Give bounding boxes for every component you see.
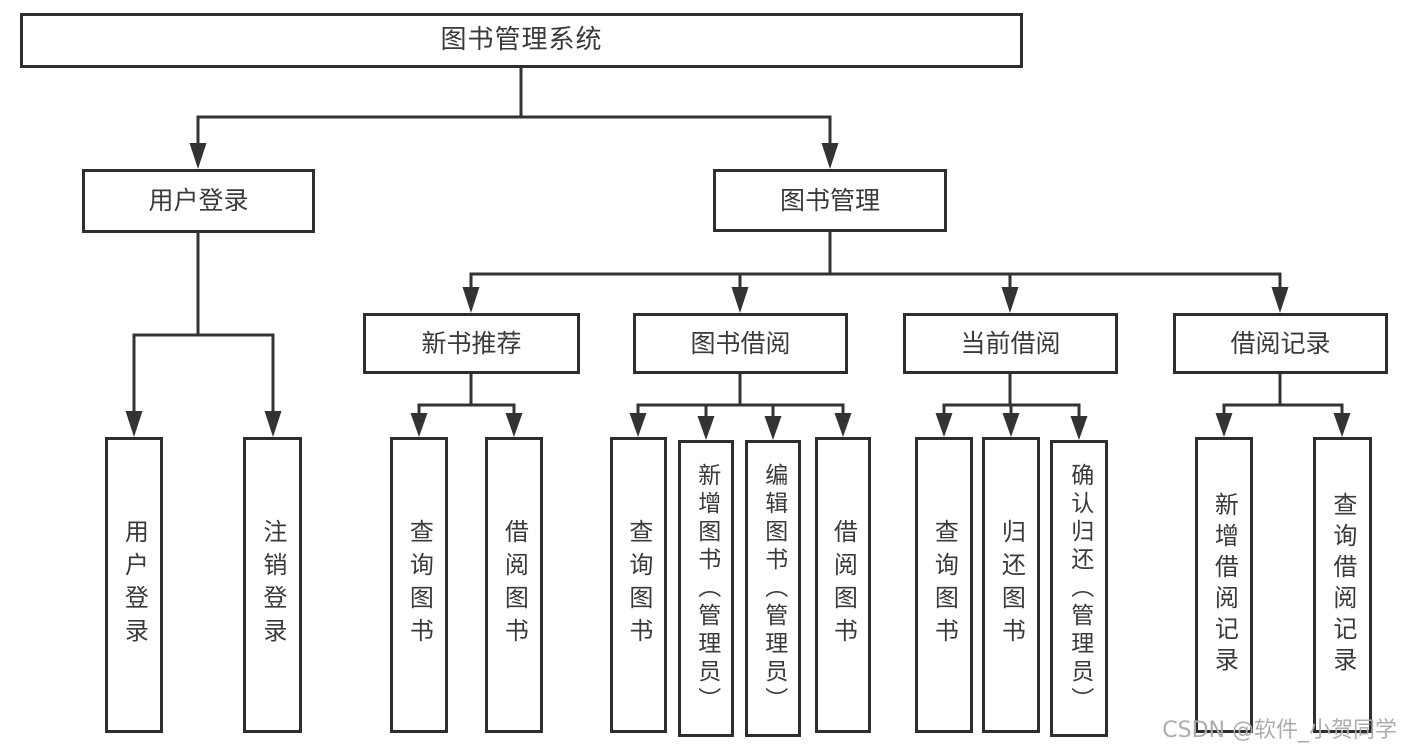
leaf-confirm-return-admin: 确认归还（管理员） xyxy=(1050,440,1108,737)
leaf-add-borrow-record: 新增借阅记录 xyxy=(1195,437,1253,733)
leaf-borrow-books-recommend: 借阅图书 xyxy=(485,437,543,733)
leaf-logout-login: 注销登录 xyxy=(243,437,302,733)
node-current-borrowing: 当前借阅 xyxy=(903,313,1118,374)
leaf-add-books-admin: 新增图书（管理员） xyxy=(678,440,734,737)
leaf-query-books-current: 查询图书 xyxy=(915,437,973,733)
node-library-management-system: 图书管理系统 xyxy=(20,13,1023,68)
leaf-edit-books-admin: 编辑图书（管理员） xyxy=(745,440,801,737)
leaf-borrow-books-borrowing: 借阅图书 xyxy=(815,437,871,733)
leaf-user-login: 用户登录 xyxy=(105,437,163,733)
watermark: CSDN @软件_小贺同学 xyxy=(1162,718,1397,743)
node-borrow-records: 借阅记录 xyxy=(1173,313,1388,374)
leaf-query-books-borrowing: 查询图书 xyxy=(610,437,667,733)
leaf-query-books-recommend: 查询图书 xyxy=(390,437,448,733)
node-book-management: 图书管理 xyxy=(713,169,947,232)
node-new-book-recommend: 新书推荐 xyxy=(363,313,580,374)
node-user-login: 用户登录 xyxy=(82,169,315,233)
leaf-return-books: 归还图书 xyxy=(982,437,1040,733)
leaf-query-borrow-record: 查询借阅记录 xyxy=(1313,437,1372,733)
node-book-borrowing: 图书借阅 xyxy=(633,313,848,374)
